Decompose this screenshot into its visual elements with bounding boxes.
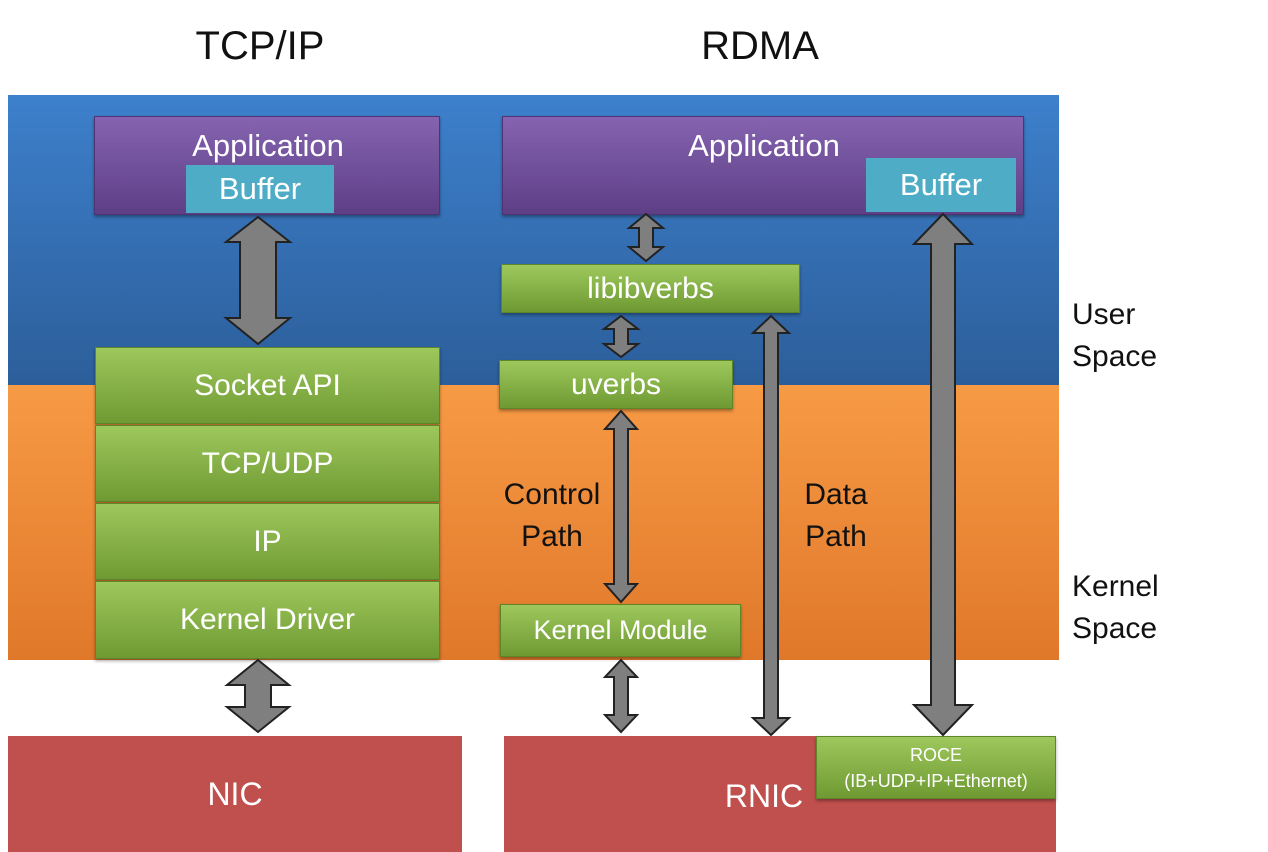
control-path-label: Control Path [503, 478, 601, 553]
tcpip-title: TCP/IP [195, 23, 325, 68]
buffer-roce-arrow [911, 212, 975, 737]
kernel-driver-layer: Kernel Driver [95, 581, 440, 659]
roce-detail: (IB+UDP+IP+Ethernet) [844, 770, 1028, 791]
kernel-module-layer: Kernel Module [500, 604, 741, 657]
uverbs-layer: uverbs [499, 360, 733, 409]
nic-box: NIC [8, 736, 462, 852]
kernel-module-rnic-arrow [602, 658, 640, 734]
socket-api-layer: Socket API [95, 347, 440, 424]
user-space-label: User Space [1072, 298, 1158, 373]
tcpip-buffer: Buffer [186, 165, 334, 213]
data-path-label: Data Path [804, 478, 868, 553]
libibverbs-uverbs-arrow [601, 314, 641, 359]
tcpip-application-box: Application [94, 116, 440, 215]
rdma-title: RDMA [701, 23, 819, 68]
data-path-arrow [750, 314, 792, 737]
control-path-arrow [602, 409, 640, 604]
tcpip-app-socket-arrow [223, 215, 293, 346]
kernel-space-label: Kernel Space [1072, 570, 1159, 645]
rdma-application-label: Application [688, 128, 840, 163]
rdma-buffer: Buffer [866, 158, 1016, 212]
ip-layer: IP [95, 503, 440, 580]
app-libibverbs-arrow [626, 212, 666, 263]
tcpip-driver-nic-arrow [224, 658, 292, 734]
roce-title: ROCE [909, 744, 962, 765]
tcp-udp-layer: TCP/UDP [95, 425, 440, 502]
tcpip-application-label: Application [192, 128, 344, 163]
roce-box: ROCE (IB+UDP+IP+Ethernet) [816, 736, 1056, 799]
rnic-label: RNIC [724, 777, 804, 814]
libibverbs-layer: libibverbs [501, 264, 800, 313]
